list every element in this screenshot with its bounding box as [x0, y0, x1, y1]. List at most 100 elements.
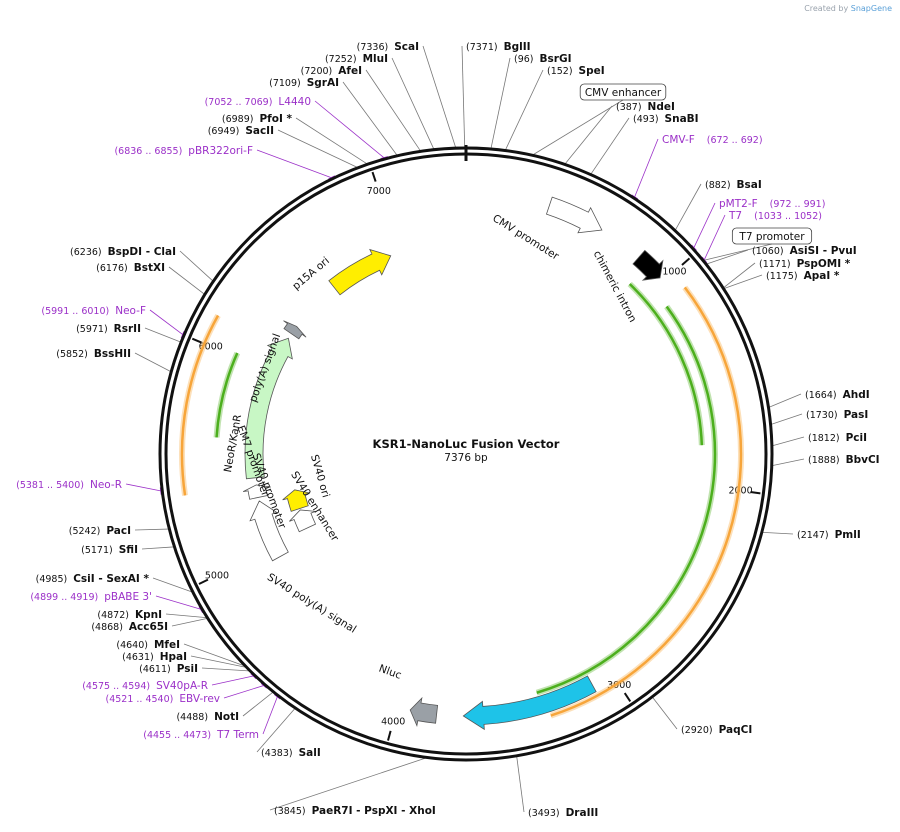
enzyme-leader	[168, 266, 205, 295]
enzyme-leader	[772, 458, 805, 466]
enzyme-label: (5971)RsrII	[76, 323, 141, 335]
enzyme-leader	[179, 250, 213, 282]
primer-label: T7(1033 .. 1052)	[728, 210, 822, 222]
primer-label: (4455 .. 4473)T7 Term	[143, 729, 259, 741]
enzyme-leader	[675, 183, 702, 230]
enzyme-leader	[365, 69, 421, 151]
enzyme-leader	[141, 546, 174, 550]
feature-arrow-poly-a-signal	[283, 320, 307, 340]
enzyme-label: (7252)MluI	[325, 53, 388, 65]
orf-arcs	[179, 281, 744, 719]
enzyme-label: (96)BsrGI	[514, 53, 571, 65]
enzyme-leader	[652, 697, 678, 730]
enzyme-label: (4611)PsiI	[139, 663, 198, 675]
primer-leader	[211, 675, 254, 686]
tick-label: 3000	[607, 680, 631, 691]
tick-mark	[191, 337, 202, 344]
enzyme-leader	[342, 81, 398, 156]
enzyme-leader	[269, 757, 426, 811]
feature-label: p15A ori	[290, 255, 332, 293]
tick-label: 6000	[199, 341, 223, 352]
enzyme-leader	[295, 117, 367, 164]
feature-arrow-em7-promoter	[242, 484, 271, 500]
boxed-feature-frame	[579, 83, 667, 101]
feature-arrow-chimeric-intron	[632, 249, 664, 281]
enzyme-label: (7200)AfeI	[301, 65, 362, 77]
feature-arrow-neor-kanr	[244, 337, 293, 480]
enzyme-label: (5171)SfiI	[81, 544, 138, 556]
snapgene-credit: Created by SnapGene	[804, 4, 892, 13]
primer-leader	[693, 202, 716, 249]
enzyme-label: (1664)AhdI	[805, 389, 870, 401]
enzyme-label: (5242)PacI	[69, 525, 131, 537]
enzyme-leader	[134, 352, 171, 372]
enzyme-leader	[772, 436, 805, 447]
enzyme-label: (4872)KpnI	[97, 609, 162, 621]
primer-leader	[703, 214, 726, 261]
enzyme-leader	[422, 45, 456, 148]
enzyme-leader	[565, 105, 613, 164]
primer-label: (5381 .. 5400)Neo-R	[16, 479, 122, 491]
primer-leader	[314, 100, 385, 159]
tick-label: 7000	[367, 186, 391, 197]
enzyme-leader	[190, 655, 246, 668]
orf-arc	[215, 352, 239, 438]
tick-label: 4000	[381, 716, 405, 727]
tick-mark	[371, 171, 377, 182]
enzyme-leader	[706, 249, 749, 265]
feature-label: Nluc	[377, 663, 403, 682]
primer-label: CMV-F(672 .. 692)	[662, 134, 763, 146]
enzyme-label: (1171)PspOMI *	[759, 258, 851, 270]
enzyme-leader	[724, 274, 763, 289]
primer-label: (4521 .. 4540)EBV-rev	[106, 693, 221, 705]
site-labels: (7336)ScaI(7252)MluI(7200)AfeI(7109)SgrA…	[16, 41, 879, 819]
primer-leader	[262, 696, 278, 735]
enzyme-leader	[171, 618, 207, 627]
feature-label: CMV promoter	[490, 212, 561, 263]
tick-label: 5000	[205, 570, 229, 581]
enzyme-label: (1888)BbvCI	[808, 454, 880, 466]
enzyme-label: (1730)PasI	[806, 409, 868, 421]
primer-label: (4899 .. 4919)pBABE 3'	[30, 591, 152, 603]
enzyme-label: (3845)PaeR7I - PspXI - XhoI	[274, 805, 436, 817]
enzyme-label: (7109)SgrAI	[269, 77, 339, 89]
enzyme-leader	[762, 531, 794, 535]
feature-arrow-sv40-poly-a-signal	[409, 696, 439, 727]
enzyme-label: (6949)SacII	[208, 125, 274, 137]
primer-leader	[634, 138, 659, 198]
enzyme-leader	[242, 692, 273, 717]
primer-label: (5991 .. 6010)Neo-F	[41, 305, 146, 317]
primer-label: pMT2-F(972 .. 991)	[719, 198, 825, 210]
enzyme-leader	[505, 69, 544, 150]
feature-arrows	[242, 196, 664, 731]
boxed-leader	[533, 99, 624, 155]
enzyme-label: (1175)ApaI *	[766, 270, 840, 282]
feature-arrow-sv40-ori	[282, 489, 310, 512]
enzyme-label: (6236)BspDI - ClaI	[70, 246, 176, 258]
tick-label: 1000	[662, 267, 686, 278]
enzyme-label: (4488)NotI	[176, 711, 239, 723]
enzyme-leader	[461, 45, 466, 148]
enzyme-leader	[771, 413, 803, 425]
primer-label: (7052 .. 7069)L4440	[205, 96, 311, 108]
tick-mark	[623, 692, 632, 702]
enzyme-label: (1812)PciI	[808, 432, 867, 444]
primer-leader	[256, 149, 332, 179]
primer-leader	[149, 309, 184, 336]
tick-mark	[387, 730, 392, 741]
enzyme-label: (7336)ScaI	[357, 41, 419, 53]
orf-arc	[536, 305, 717, 694]
map-length: 7376 bp	[444, 452, 488, 464]
feature-arrow-p15a-ori	[328, 248, 392, 296]
enzyme-label: (4383)SalI	[261, 747, 321, 759]
feature-label: SV40 poly(A) signal	[265, 571, 358, 636]
enzyme-label: (5852)BssHII	[56, 348, 131, 360]
orf-arc	[550, 286, 743, 717]
feature-arrow-nluc	[462, 675, 597, 731]
enzyme-label: (2147)PmlI	[797, 529, 861, 541]
enzyme-leader	[277, 129, 357, 168]
enzyme-label: (6176)BstXI	[96, 262, 165, 274]
enzyme-label: (493)SnaBI	[633, 113, 699, 125]
